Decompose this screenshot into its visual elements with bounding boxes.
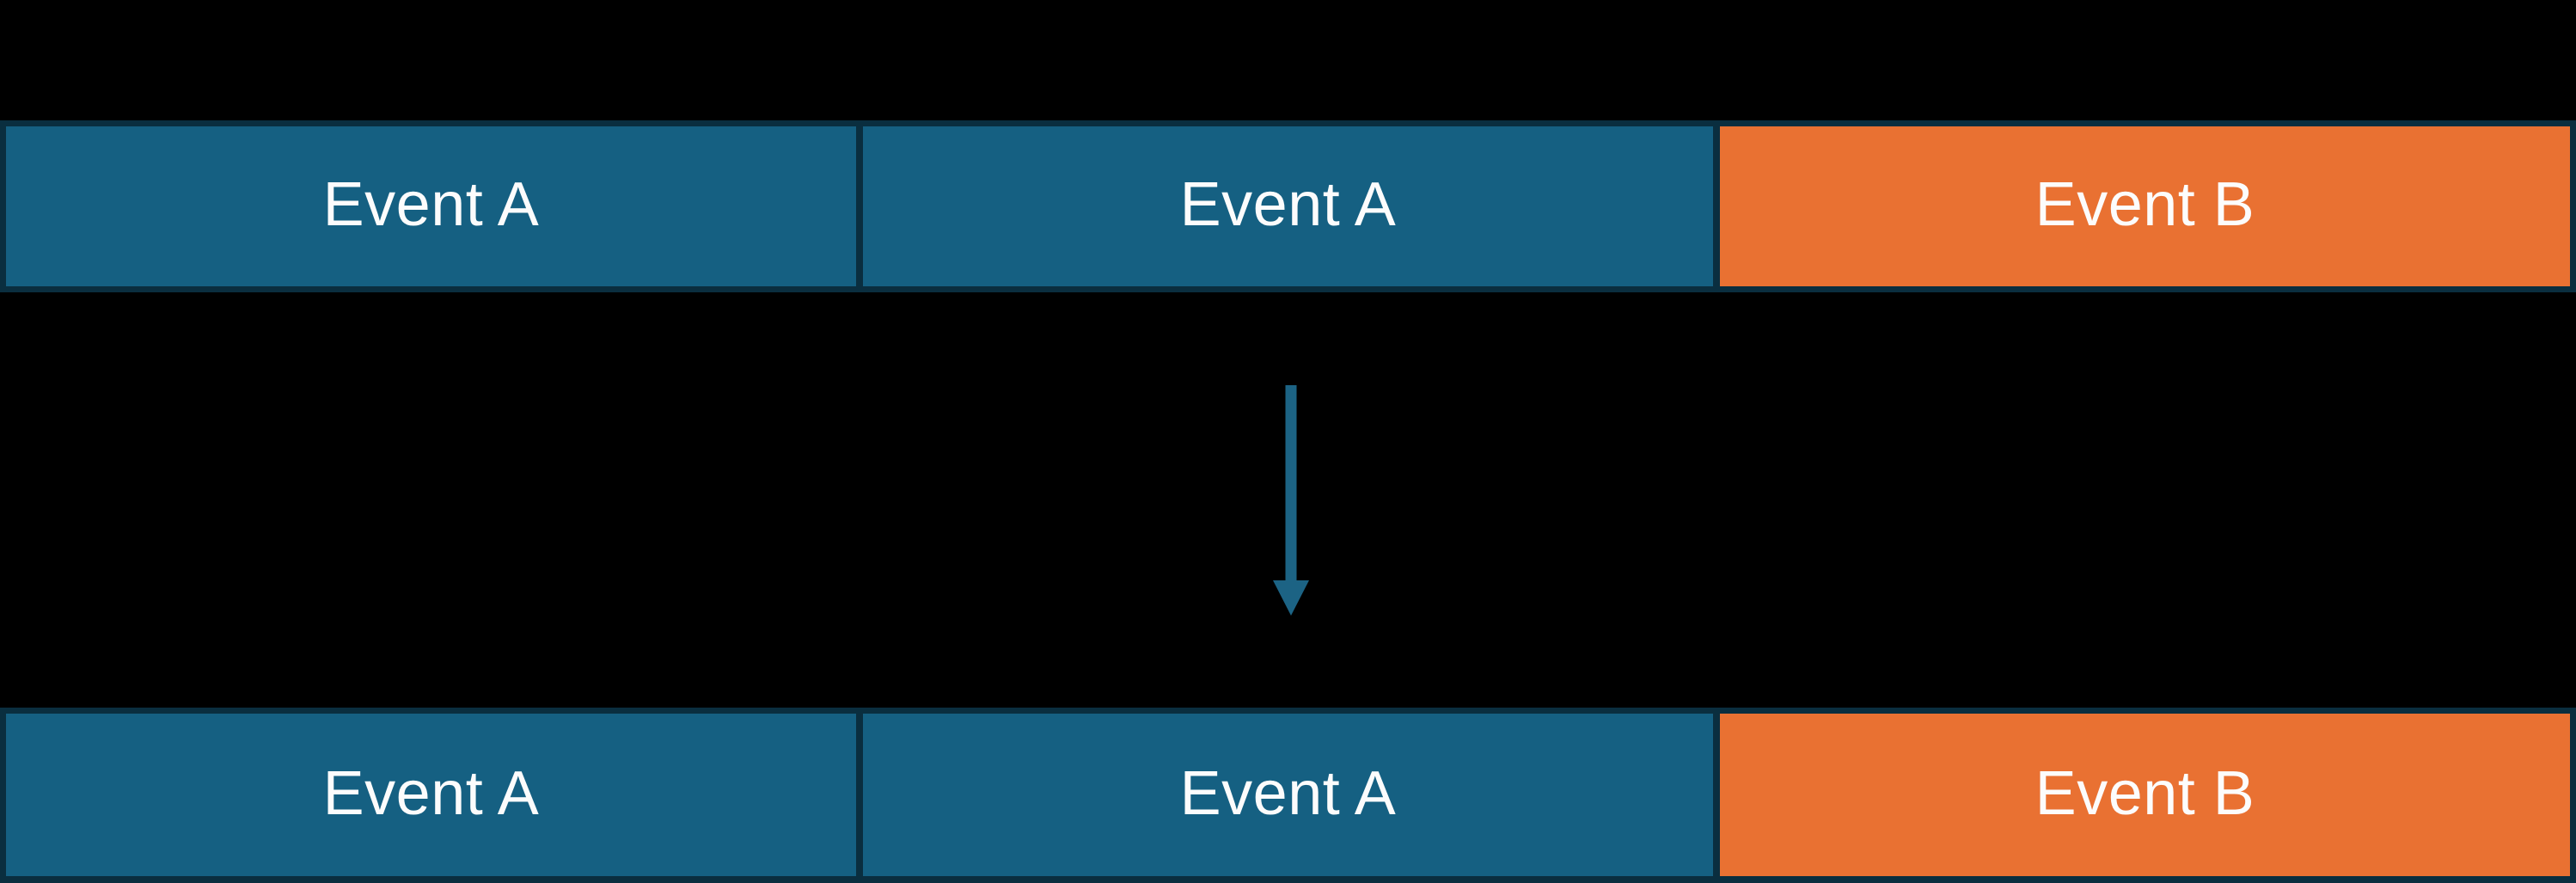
event-block-top-3: Event B	[1720, 126, 2570, 286]
arrow-shaft	[1285, 385, 1297, 582]
event-label: Event B	[2034, 758, 2255, 828]
event-label: Event A	[1179, 170, 1397, 239]
event-block-bottom-1: Event A	[6, 714, 856, 876]
event-row-top: Event A Event A Event B	[0, 120, 2576, 292]
arrow-head	[1273, 580, 1309, 616]
arrow-down-icon	[1273, 385, 1309, 616]
event-block-bottom-3: Event B	[1720, 714, 2570, 876]
event-label: Event B	[2034, 170, 2255, 239]
event-row-bottom: Event A Event A Event B	[0, 708, 2576, 883]
event-label: Event A	[322, 170, 540, 239]
event-block-top-2: Event A	[863, 126, 1713, 286]
event-label: Event A	[322, 758, 540, 828]
event-block-bottom-2: Event A	[863, 714, 1713, 876]
event-block-top-1: Event A	[6, 126, 856, 286]
event-label: Event A	[1179, 758, 1397, 828]
